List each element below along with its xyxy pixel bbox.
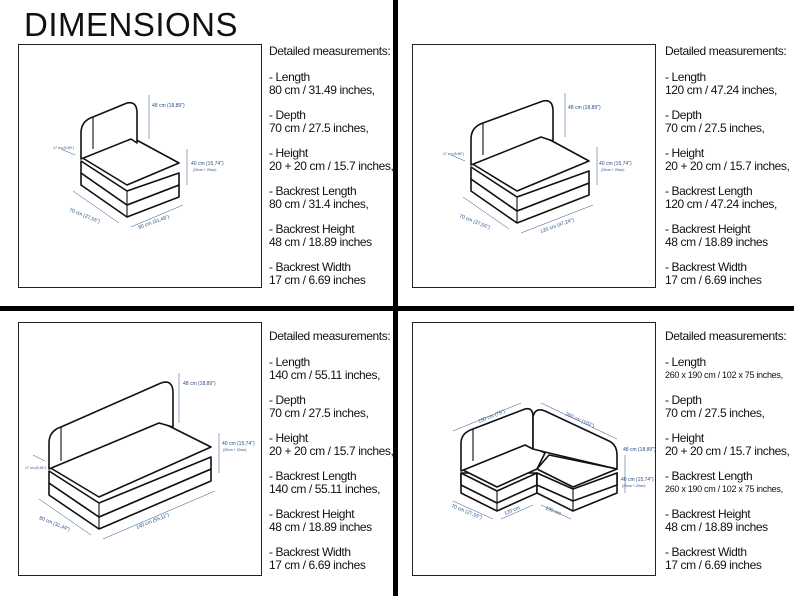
sofa-drawing — [80, 101, 180, 218]
sofa-diagram: 48 cm (18,89") 40 cm (15,74") (20cm + 20… — [25, 373, 255, 540]
dim-length: 80 cm (31,49") — [138, 214, 171, 231]
dim-inner-2: 190 cm — [544, 505, 561, 517]
sofa-diagram: 48 cm (18,89") 40 cm (15,74") (20cm + 20… — [443, 93, 632, 235]
panel-140cm: 48 cm (18,89") 40 cm (15,74") (20cm + 20… — [0, 311, 394, 596]
panel-80cm: 48 cm (18,89") 40 cm (15,74") (20cm + 20… — [0, 0, 394, 306]
sofa-diagram: 48 cm (18,89") 40 cm (15,74") (20cm + 20… — [53, 95, 224, 231]
measurements-heading: Detailed measurements: — [665, 329, 787, 343]
dim-backrest-height: 48 cm (18,89") — [568, 105, 601, 111]
dim-inner-1: 120 cm — [504, 505, 521, 517]
dim-backrest-height: 48 cm (18,89") — [152, 103, 185, 109]
sofa-diagram: 190 cm (75") 260 cm (102") 48 cm (18,89"… — [450, 402, 656, 521]
dim-length: 140 cm (55,11") — [136, 512, 171, 531]
dim-depth: 70 cm (27,55") — [458, 213, 491, 231]
dim-height-sub: (20cm + 20cm) — [622, 484, 645, 488]
dim-height-sub: (20cm + 20cm) — [601, 168, 624, 172]
dim-height-sub: (20cm + 20cm) — [223, 448, 246, 452]
dim-height-sub: (20cm + 20cm) — [193, 168, 216, 172]
dim-backrest-width: 17 cm (6,69") — [53, 146, 74, 150]
diagram-frame: 190 cm (75") 260 cm (102") 48 cm (18,89"… — [412, 322, 656, 576]
diagram-frame: 48 cm (18,89") 40 cm (15,74") (20cm + 20… — [18, 322, 262, 576]
dim-length: 120 cm (47,24") — [540, 217, 576, 235]
vertical-divider — [393, 0, 398, 596]
dim-height: 40 cm (15,74") — [621, 477, 654, 483]
dim-backrest-width: 17 cm (6,69") — [25, 466, 46, 470]
dimension-lines — [452, 402, 626, 520]
dimension-lines — [60, 95, 188, 228]
measurements-heading: Detailed measurements: — [269, 44, 391, 58]
dim-height: 40 cm (15,74") — [222, 441, 255, 447]
diagram-frame: 48 cm (18,89") 40 cm (15,74") (20cm + 20… — [18, 44, 262, 288]
diagram-frame: 48 cm (18,89") 40 cm (15,74") (20cm + 20… — [412, 44, 656, 288]
dim-height: 40 cm (15,74") — [191, 161, 224, 167]
panel-120cm: 48 cm (18,89") 40 cm (15,74") (20cm + 20… — [398, 0, 794, 306]
dim-height: 40 cm (15,74") — [599, 161, 632, 167]
dim-depth: 70 cm (27,55") — [68, 207, 101, 225]
dim-backrest-width: 17 cm (6,69") — [443, 152, 464, 156]
sofa-drawing — [460, 407, 618, 512]
dim-backrest-height: 48 cm (18,89") — [183, 381, 216, 387]
sofa-drawing — [48, 381, 212, 530]
measurements-heading: Detailed measurements: — [665, 44, 787, 58]
measurements-heading: Detailed measurements: — [269, 329, 391, 343]
dim-backrest-height: 48 cm (18,89") — [623, 447, 656, 453]
panel-corner: 190 cm (75") 260 cm (102") 48 cm (18,89"… — [398, 311, 794, 596]
page-title: DIMENSIONS — [24, 6, 239, 43]
sofa-drawing — [470, 99, 590, 224]
horizontal-divider — [0, 306, 794, 311]
dimension-lines — [450, 93, 598, 234]
dimension-lines — [32, 373, 220, 540]
